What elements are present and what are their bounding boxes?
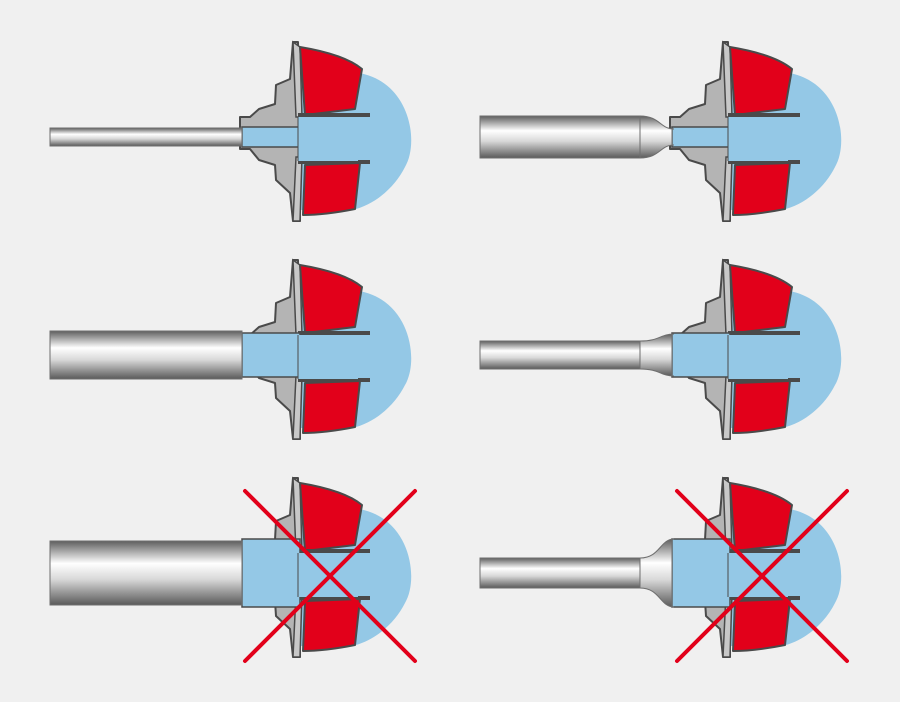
hub-flange-top [298, 113, 370, 117]
diagram-stepped-shaft-small-bore [479, 40, 842, 222]
diagram-thin-shaft-small-bore [49, 40, 412, 222]
hub-flange-top [728, 549, 800, 553]
impeller-vane-bottom [302, 162, 361, 216]
shaft-bore [671, 126, 731, 148]
hub-flange-bottom [728, 160, 800, 164]
impeller-eye [728, 335, 788, 379]
reject-cross-line-b [675, 489, 849, 663]
shaft-bore [671, 538, 731, 608]
impeller-vane-bottom [302, 598, 361, 652]
impeller-vane-top [299, 46, 363, 116]
shaft-main [49, 127, 243, 147]
hub-flange-top [728, 113, 800, 117]
impeller-vane-bottom [732, 380, 791, 434]
impeller-eye [728, 117, 788, 161]
shaft-bore [241, 126, 301, 148]
shaft-main [479, 340, 641, 370]
shaft-bore [671, 332, 731, 378]
hub-flange-bottom [298, 160, 370, 164]
shaft-main [479, 557, 641, 589]
hub-flange-top [298, 549, 370, 553]
shaft-main [479, 115, 641, 159]
diagram-stepped-shaft-large-bore [479, 258, 842, 440]
impeller-eye [298, 335, 358, 379]
impeller-vane-bottom [302, 380, 361, 434]
shaft-step [639, 115, 675, 159]
diagram-oversize-shaft [49, 476, 417, 663]
hub-flange-bottom [298, 596, 370, 600]
diagram-thick-shaft-large-bore [49, 258, 412, 440]
impeller-vane-bottom [732, 162, 791, 216]
diagram-stepped-shaft-oversize-bore [479, 476, 849, 663]
shaft-step [639, 538, 675, 608]
hub-flange-top [728, 331, 800, 335]
hub-flange-bottom [298, 378, 370, 382]
impeller-vane-top [729, 46, 793, 116]
reject-cross-line-b [243, 489, 417, 663]
impeller-vane-top [729, 482, 793, 552]
hub-flange-bottom [728, 596, 800, 600]
shaft-bore [241, 332, 301, 378]
impeller-vane-bottom [732, 598, 791, 652]
impeller-eye [298, 117, 358, 161]
shaft-bore [241, 538, 301, 608]
impeller-vane-top [729, 264, 793, 334]
hub-flange-top [298, 331, 370, 335]
impeller-vane-top [299, 482, 363, 552]
shaft-main [49, 330, 243, 380]
shaft-main [49, 540, 243, 606]
hub-flange-bottom [728, 378, 800, 382]
impeller-vane-top [299, 264, 363, 334]
shaft-step [639, 333, 675, 377]
